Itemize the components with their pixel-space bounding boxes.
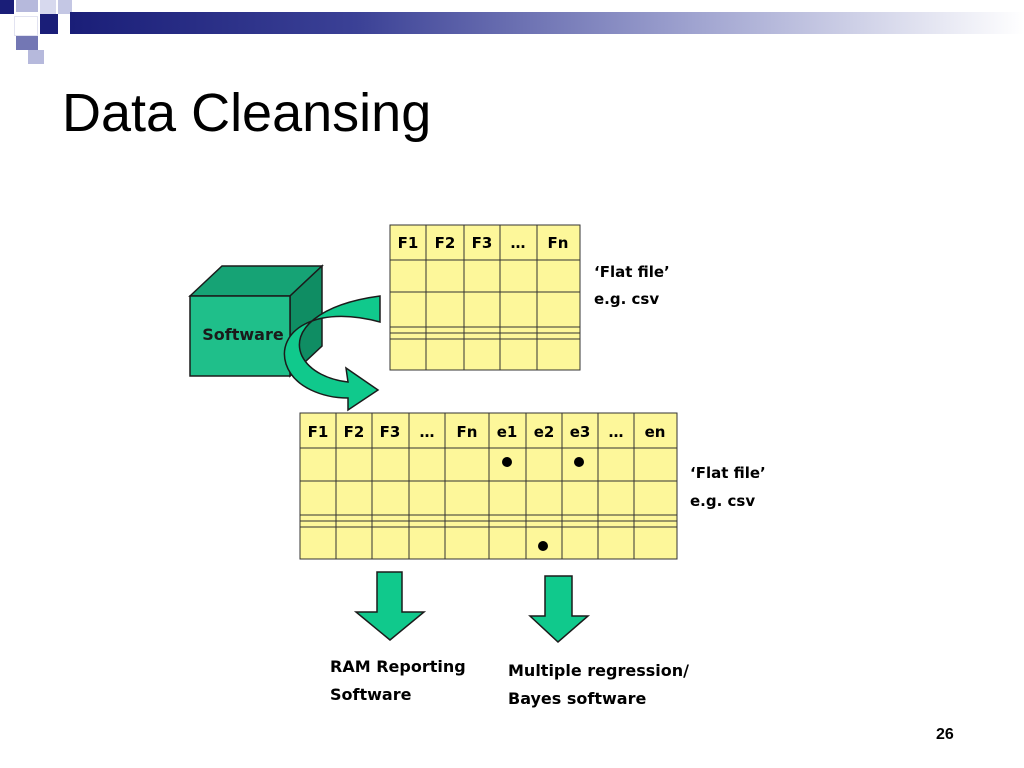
down-arrow-icon — [353, 571, 427, 641]
output-right-line-1: Multiple regression/ — [508, 661, 689, 680]
output-right-line-2: Bayes software — [508, 689, 646, 708]
corner-square-2 — [16, 0, 38, 12]
top-table-header: F2 — [435, 234, 456, 252]
output-left-line-2: Software — [330, 685, 412, 704]
bottom-table-header: F3 — [380, 423, 401, 441]
corner-square-4 — [58, 0, 72, 14]
corner-square-7 — [16, 36, 38, 50]
top-table-header: Fn — [548, 234, 569, 252]
page-title: Data Cleansing — [62, 83, 432, 143]
down-arrow-icon — [528, 575, 591, 644]
bottom-table-header: … — [420, 423, 435, 441]
bottom-table-header: e1 — [497, 423, 518, 441]
top-table-header: F3 — [472, 234, 493, 252]
bottom-table-header: F2 — [344, 423, 365, 441]
header-bar — [70, 12, 1024, 34]
bottom-table-note-1: ‘Flat file’ — [690, 464, 766, 482]
page-number: 26 — [936, 726, 954, 743]
curved-arrow-icon — [283, 295, 381, 412]
top-table-note-2: e.g. csv — [594, 290, 659, 308]
bottom-table-header: … — [609, 423, 624, 441]
cell-marker-dot — [538, 541, 548, 551]
cell-marker-dot — [574, 457, 584, 467]
bottom-table-header: Fn — [457, 423, 478, 441]
software-label: Software — [202, 325, 284, 344]
bottom-table-header: F1 — [308, 423, 329, 441]
bottom-table-header: e2 — [534, 423, 555, 441]
corner-square-6 — [40, 14, 58, 34]
top-table: F1 F2 F3 … Fn — [389, 224, 581, 371]
corner-square-8 — [28, 50, 44, 64]
corner-square-3 — [40, 0, 56, 14]
cell-marker-dot — [502, 457, 512, 467]
bottom-table-header: en — [645, 423, 666, 441]
corner-square-5 — [14, 16, 38, 36]
output-left-line-1: RAM Reporting — [330, 657, 466, 676]
corner-square-1 — [0, 0, 14, 14]
top-table-header: … — [511, 234, 526, 252]
top-table-note-1: ‘Flat file’ — [594, 263, 670, 281]
bottom-table: F1 F2 F3 … Fn e1 e2 e3 … en — [299, 412, 678, 560]
bottom-table-header: e3 — [570, 423, 591, 441]
top-table-header: F1 — [398, 234, 419, 252]
bottom-table-note-2: e.g. csv — [690, 492, 755, 510]
